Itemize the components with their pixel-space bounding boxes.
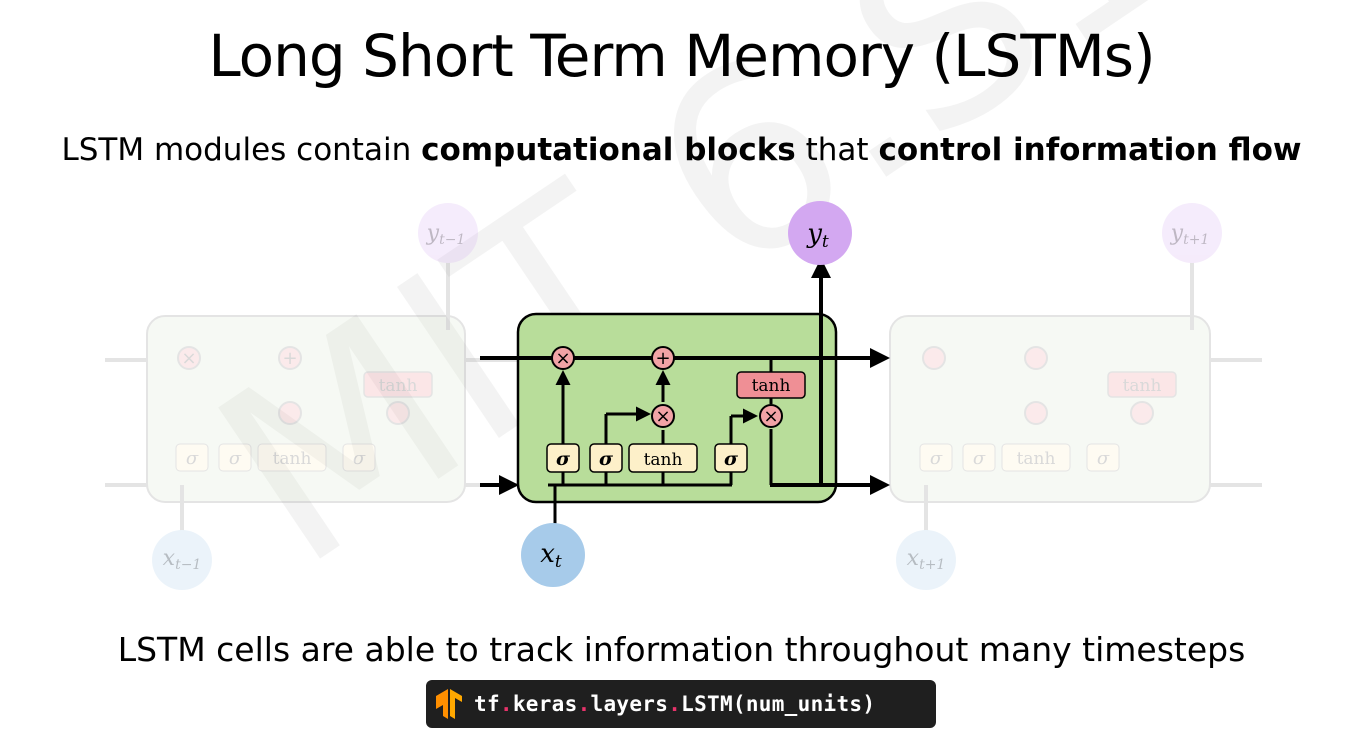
svg-text:tanh: tanh	[379, 376, 418, 396]
svg-text:×: ×	[181, 348, 196, 369]
subtitle-bold-2: control information flow	[878, 132, 1302, 168]
subtitle-bold-1: computational blocks	[421, 132, 796, 168]
output-node	[788, 201, 852, 265]
svg-text:×: ×	[555, 348, 570, 369]
svg-text:σ: σ	[353, 448, 366, 469]
next-lstm-cell: tanh σ σ tanh σ	[889, 203, 1262, 590]
prev-output-label: yt−1	[426, 221, 466, 248]
input-gate-label: σ	[599, 448, 614, 470]
center-lstm-cell: × + × × tanh σ σ tanh σ yt xt	[480, 201, 890, 587]
subtitle-mid: that	[795, 132, 879, 168]
input-multiply-op	[651, 404, 675, 428]
svg-text:σ: σ	[973, 448, 986, 469]
code-part-layers: layers	[590, 692, 669, 716]
svg-text:tanh: tanh	[273, 449, 312, 469]
forget-gate-label: σ	[556, 448, 571, 470]
output-gate-label: σ	[724, 448, 739, 470]
output-multiply-op	[759, 404, 783, 428]
svg-text:×: ×	[763, 406, 778, 427]
input-node	[521, 523, 585, 587]
code-part-lstm: LSTM(num_units)	[681, 692, 876, 716]
code-text: tf.keras.layers.LSTM(num_units)	[474, 692, 875, 716]
code-part-keras: keras	[512, 692, 578, 716]
svg-text:×: ×	[655, 406, 670, 427]
output-tanh-label: tanh	[752, 376, 791, 396]
svg-text:+: +	[282, 348, 297, 369]
output-gate-block	[714, 443, 748, 473]
candidate-tanh-label: tanh	[644, 450, 683, 470]
prev-input-label: xt−1	[163, 546, 202, 573]
output-tanh-block	[736, 371, 806, 399]
tensorflow-logo-icon	[436, 689, 462, 719]
code-dot: .	[499, 692, 513, 716]
forget-gate-block	[546, 443, 580, 473]
prev-lstm-cell: × + tanh σ σ tanh σ	[105, 203, 520, 590]
svg-text:σ: σ	[930, 448, 943, 469]
next-input-label: xt+1	[907, 546, 946, 573]
svg-text:tanh: tanh	[1123, 376, 1162, 396]
svg-text:+: +	[655, 348, 670, 369]
code-dot: .	[668, 692, 682, 716]
svg-text:σ: σ	[186, 448, 199, 469]
candidate-tanh-block	[628, 443, 698, 473]
add-op	[651, 346, 675, 370]
cell-body	[516, 312, 838, 504]
subtitle-text: LSTM modules contain	[61, 132, 422, 168]
forget-multiply-op	[551, 346, 575, 370]
slide-caption: LSTM cells are able to track information…	[117, 630, 1246, 669]
slide-title: Long Short Term Memory (LSTMs)	[208, 22, 1155, 90]
slide-subtitle: LSTM modules contain computational block…	[0, 132, 1363, 168]
svg-text:tanh: tanh	[1017, 449, 1056, 469]
svg-text:σ: σ	[1097, 448, 1110, 469]
input-gate-block	[589, 443, 623, 473]
code-dot: .	[577, 692, 591, 716]
code-snippet: tf.keras.layers.LSTM(num_units)	[426, 680, 936, 728]
output-node-label: yt	[806, 219, 829, 252]
input-node-label: xt	[540, 539, 562, 572]
next-output-label: yt+1	[1170, 221, 1210, 248]
code-part-tf: tf	[474, 692, 500, 716]
svg-text:σ: σ	[229, 448, 242, 469]
